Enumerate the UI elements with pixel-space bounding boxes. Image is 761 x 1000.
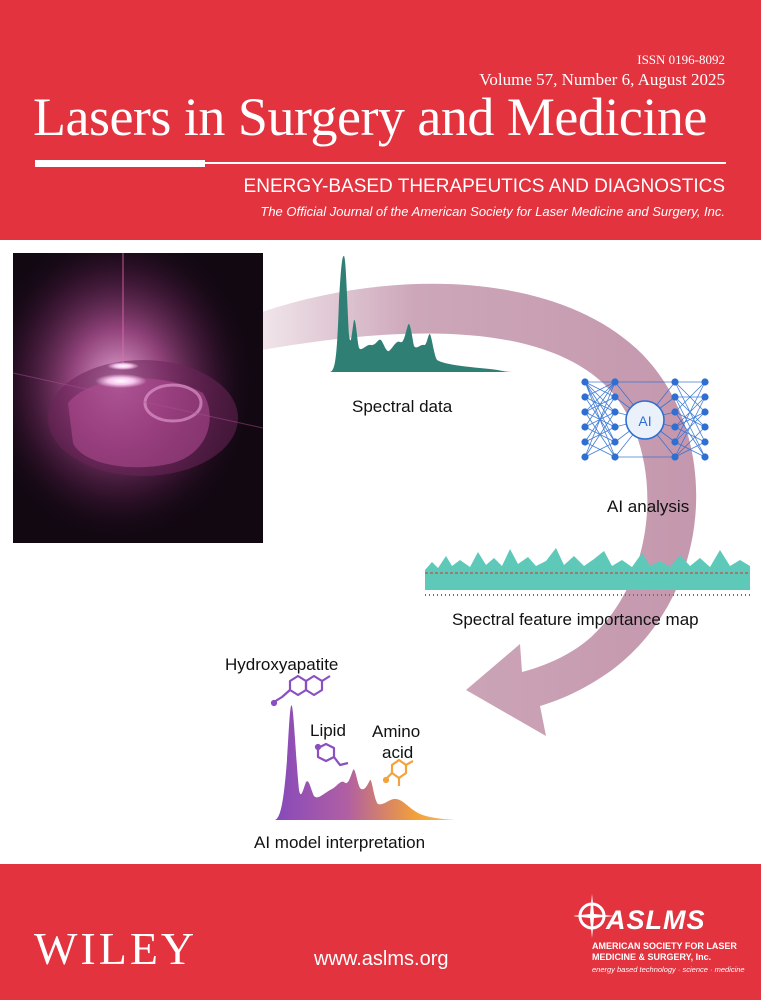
hydroxyapatite-molecule-icon	[270, 674, 331, 707]
journal-subtitle: ENERGY-BASED THERAPEUTICS AND DIAGNOSTIC…	[243, 176, 725, 197]
ai-central-node: AI	[625, 400, 665, 440]
label-spectral-data: Spectral data	[352, 397, 453, 416]
spectral-data-curve	[310, 255, 512, 372]
publisher-logo-wiley: WILEY	[34, 923, 198, 974]
label-amino-acid: Amino acid	[372, 721, 420, 763]
laser-tissue-photo	[13, 253, 263, 543]
volume-line: Volume 57, Number 6, August 2025	[479, 70, 725, 89]
label-ai-model-interpretation: AI model interpretation	[254, 833, 426, 852]
journal-title: Lasers in Surgery and Medicine	[33, 87, 707, 147]
title-rule-thin	[205, 162, 726, 164]
journal-tagline: The Official Journal of the American Soc…	[260, 204, 725, 219]
label-feature-importance-map: Spectral feature importance map	[452, 610, 699, 629]
title-rule-thick	[35, 160, 205, 167]
lipid-molecule-icon	[314, 742, 349, 767]
ai-network-nodes	[581, 378, 709, 461]
cover-header	[0, 0, 761, 240]
amino-acid-molecule-icon	[382, 758, 414, 786]
aslms-wordmark: ASLMS	[606, 905, 706, 935]
curved-arrow	[262, 283, 697, 736]
aslms-tagline: energy based technology · science · medi…	[592, 965, 745, 974]
label-amino-line1: Amino	[372, 722, 421, 741]
label-lipid: Lipid	[310, 721, 346, 740]
aslms-star-logo-icon	[574, 894, 614, 938]
cover-footer	[0, 864, 761, 1000]
society-website[interactable]: www.aslms.org	[314, 948, 449, 970]
aslms-name-line2: MEDICINE & SURGERY, Inc.	[592, 952, 712, 962]
workflow-diagram: AI	[258, 255, 750, 820]
interpretation-curve	[258, 705, 455, 820]
label-amino-line2: acid	[382, 743, 414, 762]
aslms-name-line1: AMERICAN SOCIETY FOR LASER	[592, 941, 737, 951]
feature-importance-map	[425, 548, 750, 596]
label-hydroxyapatite: Hydroxyapatite	[225, 655, 339, 674]
ai-node-label: AI	[638, 413, 651, 429]
issn: ISSN 0196-8092	[637, 52, 725, 67]
label-ai-analysis: AI analysis	[607, 497, 690, 516]
